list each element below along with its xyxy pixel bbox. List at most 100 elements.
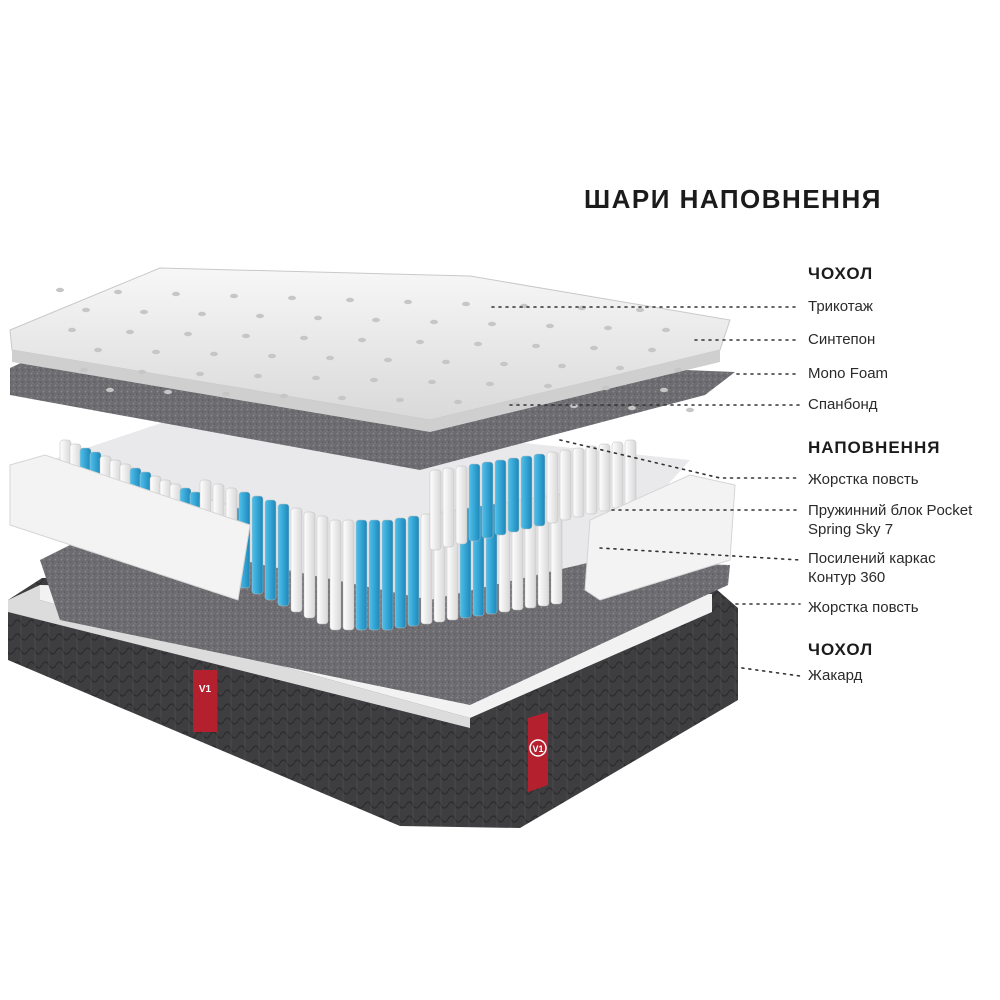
spring-coil (611, 441, 624, 509)
quilt-tuft (164, 389, 172, 395)
quilt-tuft (80, 367, 88, 373)
spring-coil-blue (355, 519, 368, 631)
spring-coil-blue (394, 517, 407, 629)
spring-coil-blue (277, 503, 290, 607)
spring-coil (559, 449, 572, 521)
spring-coil-blue (481, 461, 494, 539)
quilt-tuft (384, 357, 392, 363)
quilt-tuft (474, 341, 482, 347)
spring-coil-blue (264, 499, 277, 601)
quilt-tuft (488, 321, 496, 327)
quilt-tuft (222, 391, 230, 397)
quilt-tuft (338, 395, 346, 401)
quilt-tuft (268, 353, 276, 359)
quilt-tuft (126, 329, 134, 335)
quilt-tuft (428, 379, 436, 385)
spring-coil (442, 467, 455, 548)
quilt-tuft (674, 367, 682, 373)
quilt-tuft (280, 393, 288, 399)
quilt-tuft (152, 349, 160, 355)
spring-coil-blue (533, 453, 546, 527)
quilt-tuft (106, 387, 114, 393)
spring-coil (290, 507, 303, 613)
spring-coil-blue (507, 457, 520, 533)
quilt-tuft (312, 375, 320, 381)
quilt-tuft (230, 293, 238, 299)
quilt-tuft (544, 383, 552, 389)
quilt-tuft (68, 327, 76, 333)
quilt-tuft (442, 359, 450, 365)
spring-coil-blue (494, 459, 507, 536)
svg-text:V1: V1 (532, 744, 543, 754)
spring-coil-blue (368, 519, 381, 631)
quilt-tuft (662, 327, 670, 333)
quilt-tuft (602, 385, 610, 391)
quilt-tuft (172, 291, 180, 297)
label-knit: Трикотаж (808, 298, 873, 315)
quilt-tuft (616, 365, 624, 371)
quilt-tuft (140, 309, 148, 315)
quilt-tuft (660, 387, 668, 393)
quilt-tuft (372, 317, 380, 323)
spring-coil (624, 439, 637, 506)
section-heading-cover-top: ЧОХОЛ (808, 264, 874, 283)
quilt-tuft (454, 399, 462, 405)
quilt-tuft (430, 319, 438, 325)
leader-lines (491, 306, 801, 677)
quilt-tuft (486, 381, 494, 387)
quilt-tuft (604, 325, 612, 331)
spring-coil-blue (468, 463, 481, 542)
quilt-tuft (94, 347, 102, 353)
quilt-tuft (358, 337, 366, 343)
label-spunbond: Спанбонд (808, 396, 878, 413)
quilt-tuft (590, 345, 598, 351)
spring-coil (316, 515, 329, 625)
svg-text:V1: V1 (199, 684, 212, 695)
quilt-tuft (288, 295, 296, 301)
spring-coil (342, 519, 355, 631)
spring-coil (546, 451, 559, 524)
label-hard-felt-2: Жорстка повсть (808, 599, 919, 616)
quilt-tuft (370, 377, 378, 383)
quilt-tuft (346, 297, 354, 303)
quilt-tuft (314, 315, 322, 321)
quilt-tuft (196, 371, 204, 377)
quilt-tuft (326, 355, 334, 361)
quilt-tuft (254, 373, 262, 379)
quilt-tuft (648, 347, 656, 353)
spring-coil-blue (520, 455, 533, 530)
section-heading-filling: НАПОВНЕННЯ (808, 438, 941, 457)
foam-frame (9, 454, 736, 601)
quilt-tuft (462, 301, 470, 307)
quilt-tuft (636, 307, 644, 313)
spring-coil (303, 511, 316, 619)
quilt-tuft (546, 323, 554, 329)
brand-tag-right: V1 (528, 712, 548, 792)
spring-coil (429, 469, 442, 551)
quilt-tuft (114, 289, 122, 295)
label-sintepon: Синтепон (808, 331, 876, 348)
quilt-tuft (628, 405, 636, 411)
quilt-tuft (82, 307, 90, 313)
quilt-tuft (184, 331, 192, 337)
spring-coil-blue (381, 519, 394, 631)
quilt-tuft (198, 311, 206, 317)
spring-coil-blue (251, 495, 264, 595)
brand-tag-left: V1 (193, 670, 217, 732)
top-cover (9, 267, 731, 432)
quilt-tuft (686, 407, 694, 413)
quilt-tuft (532, 343, 540, 349)
quilt-tuft (558, 363, 566, 369)
quilt-tuft (416, 339, 424, 345)
label-jacquard: Жакард (808, 667, 863, 684)
spring-coil (455, 465, 468, 545)
label-mono-foam: Mono Foam (808, 365, 889, 382)
quilt-tuft (570, 403, 578, 409)
quilt-tuft (242, 333, 250, 339)
spring-coil (585, 445, 598, 515)
quilt-tuft (138, 369, 146, 375)
spring-coil (598, 443, 611, 512)
